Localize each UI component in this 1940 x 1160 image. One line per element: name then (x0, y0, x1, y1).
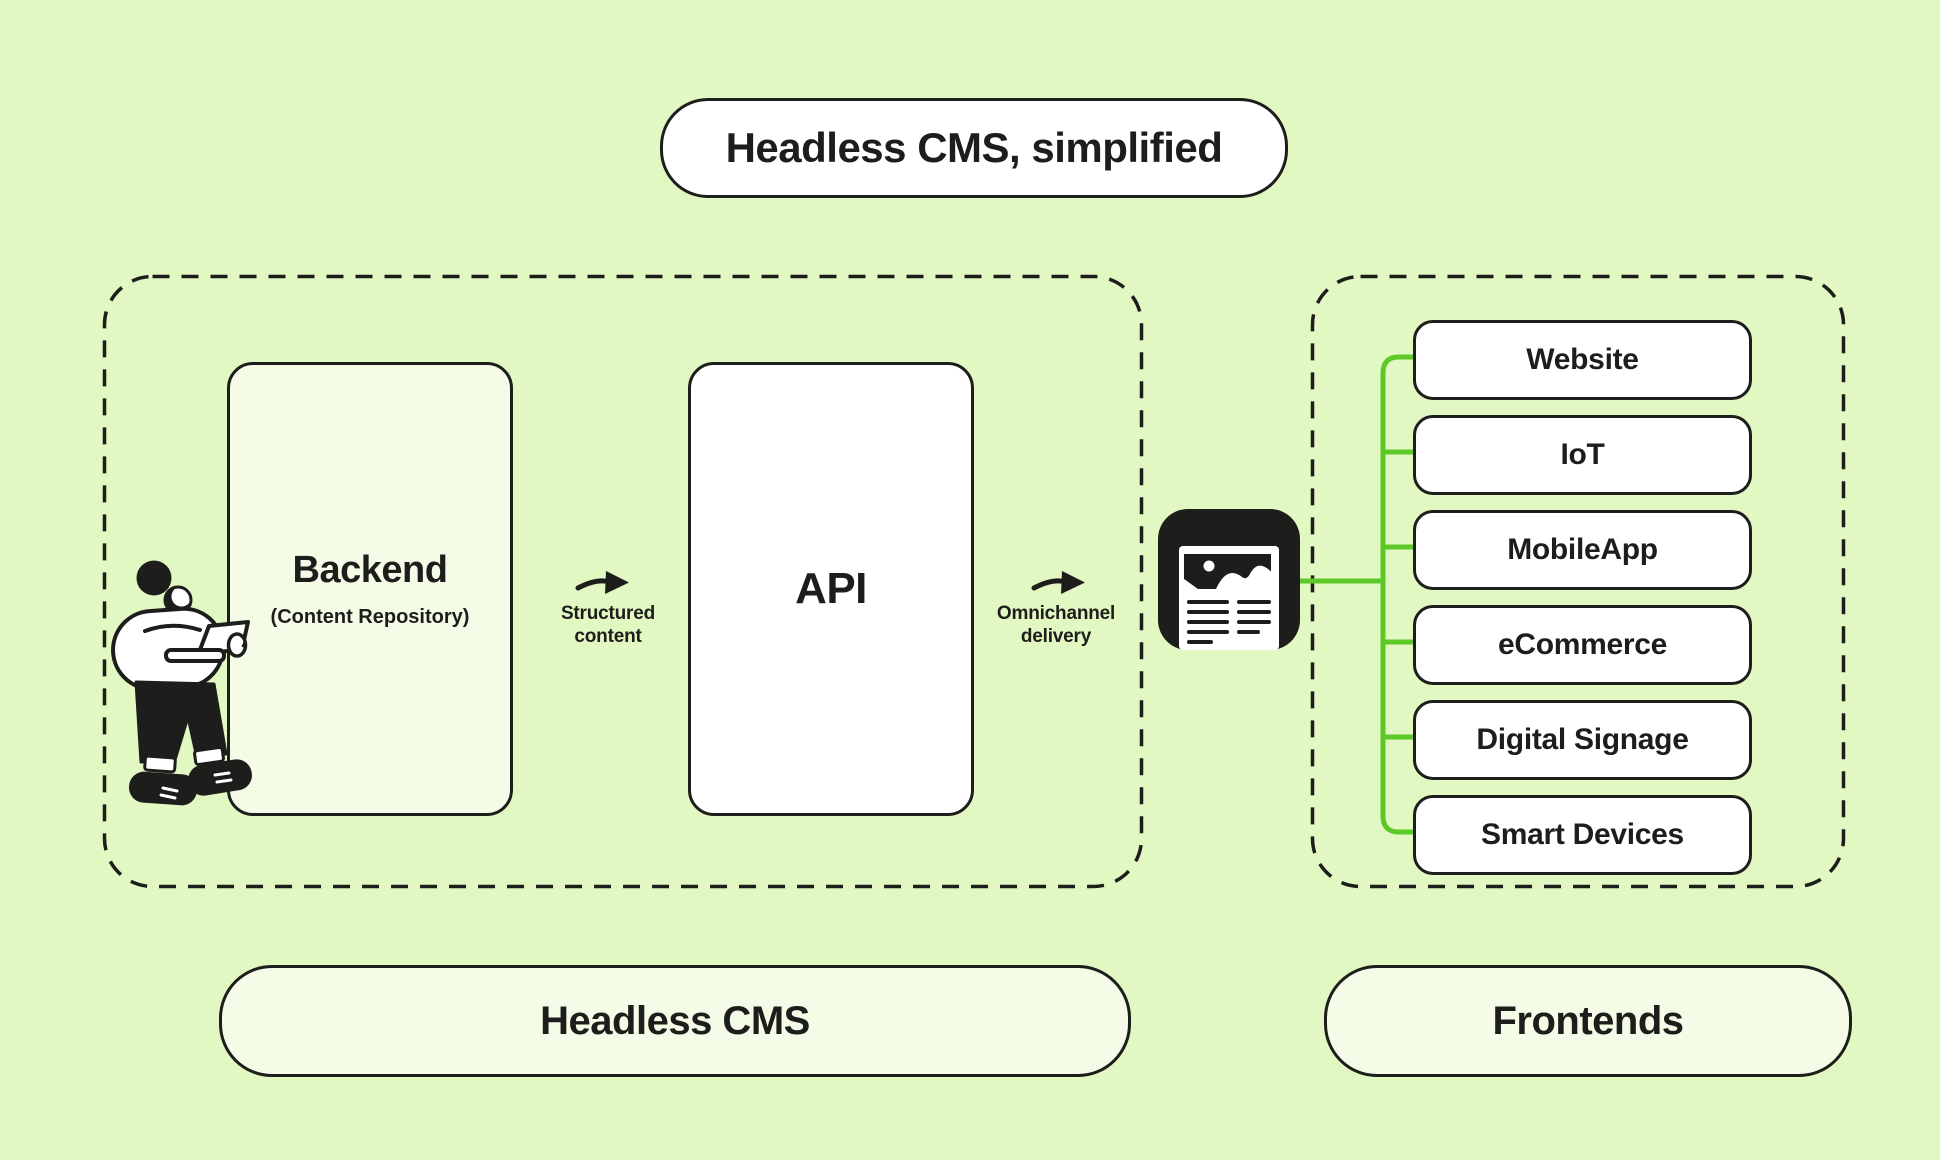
title-pill: Headless CMS, simplified (660, 98, 1288, 198)
page-title: Headless CMS, simplified (725, 124, 1223, 171)
headless-cms-group-label-pill: Headless CMS (219, 965, 1131, 1077)
backend-subtitle: (Content Repository) (270, 606, 470, 628)
webpage-text-lines (1187, 600, 1271, 644)
frontends-group-label-pill: Frontends (1324, 965, 1852, 1077)
backend-title: Backend (292, 549, 448, 591)
frontend-node-ecommerce: eCommerce (1413, 605, 1752, 685)
frontend-node-website: Website (1413, 320, 1752, 400)
person-with-laptop-icon (111, 560, 252, 806)
structured-content-label: Structured content (560, 603, 656, 647)
api-box: API (688, 362, 974, 816)
headless-cms-group-label: Headless CMS (540, 998, 810, 1043)
api-title: API (795, 564, 867, 613)
backend-box: Backend (Content Repository) (227, 362, 513, 816)
frontend-node-digital-signage: Digital Signage (1413, 700, 1752, 780)
webpage-icon (1158, 509, 1300, 650)
frontend-node-iot: IoT (1413, 415, 1752, 495)
omnichannel-delivery-label: Omnichannel delivery (996, 603, 1116, 647)
omnichannel-delivery-arrow-icon (1031, 571, 1085, 594)
headless-cms-group-outline (102, 274, 1144, 889)
frontend-node-mobileapp: MobileApp (1413, 510, 1752, 590)
structured-content-arrow-icon (575, 571, 629, 594)
connector-tree (1297, 354, 1416, 835)
frontends-group-label: Frontends (1492, 998, 1684, 1043)
frontend-node-smart-devices: Smart Devices (1413, 795, 1752, 875)
